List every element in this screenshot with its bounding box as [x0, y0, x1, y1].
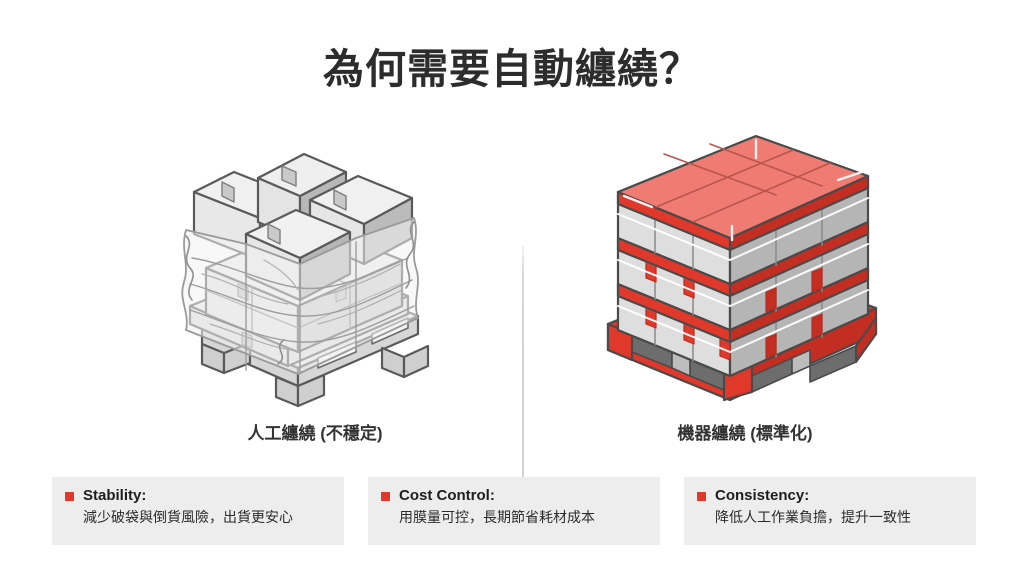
benefit-card-body: Consistency: 降低人工作業負擔，提升一致性: [715, 486, 962, 528]
benefit-card-cost-control: Cost Control: 用膜量可控，長期節省耗材成本: [368, 477, 660, 545]
manual-wrapped-pallet-illustration: [150, 118, 480, 408]
benefits-row: Stability: 減少破袋與倒貨風險，出貨更安心 Cost Control:…: [52, 477, 976, 545]
comparison-stage: [0, 118, 1024, 512]
benefit-title: Stability:: [83, 487, 147, 504]
benefit-description: 降低人工作業負擔，提升一致性: [715, 509, 911, 526]
benefit-card-body: Cost Control: 用膜量可控，長期節省耗材成本: [399, 486, 646, 528]
benefit-card-body: Stability: 減少破袋與倒貨風險，出貨更安心: [83, 486, 330, 528]
square-bullet-icon: [381, 492, 390, 501]
benefit-card-stability: Stability: 減少破袋與倒貨風險，出貨更安心: [52, 477, 344, 545]
caption-machine: 機器纏繞 (標準化): [677, 424, 813, 443]
machine-wrapped-pallet-illustration: [580, 118, 910, 408]
benefit-title: Consistency:: [715, 487, 810, 504]
benefit-card-consistency: Consistency: 降低人工作業負擔，提升一致性: [684, 477, 976, 545]
square-bullet-icon: [65, 492, 74, 501]
benefit-description: 用膜量可控，長期節省耗材成本: [399, 509, 595, 526]
square-bullet-icon: [697, 492, 706, 501]
page-title: 為何需要自動纏繞？: [323, 46, 701, 92]
benefit-title: Cost Control:: [399, 487, 495, 504]
caption-manual: 人工纏繞 (不穩定): [247, 424, 383, 443]
vertical-divider: [522, 246, 524, 512]
benefit-description: 減少破袋與倒貨風險，出貨更安心: [83, 509, 293, 526]
